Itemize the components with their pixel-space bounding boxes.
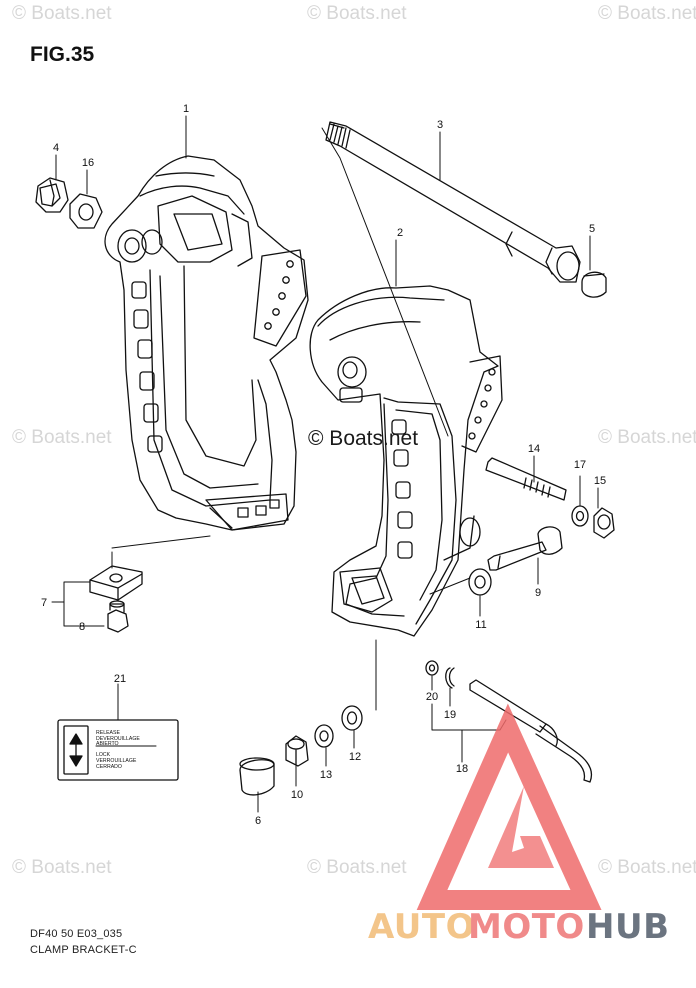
label-text-release: RELEASE: [96, 730, 120, 736]
part-number: 18: [456, 763, 468, 775]
washer-17: [571, 505, 589, 527]
nut-plate: [89, 565, 143, 601]
label-text-deverouillage: DEVEROUILLAGE: [96, 736, 140, 742]
watermark: © Boats.net: [598, 427, 696, 448]
automotohub-logo-mark: [416, 703, 602, 910]
part-number: 2: [397, 227, 403, 239]
label-text-lock: LOCK: [96, 752, 111, 758]
clip-19: [445, 667, 455, 689]
bolt-9: [487, 526, 563, 571]
nut-16: [69, 193, 103, 229]
part-number-labels: 1 2 3 4 5 6 7 8 9 10 11 12 13 14 15 16 1…: [41, 103, 606, 827]
clamp-bracket-right: [309, 285, 503, 637]
grease-cap: [581, 271, 607, 298]
washer-12: [341, 705, 363, 731]
part-number: 11: [475, 619, 486, 631]
part-number: 7: [41, 597, 47, 609]
nut-20: [425, 660, 439, 676]
part-number: 16: [82, 157, 94, 169]
center-watermark: © Boats.net: [308, 427, 419, 450]
label-text-cerrado: CERRADO: [96, 764, 122, 770]
watermark: © Boats.net: [307, 3, 407, 24]
label-plate: [57, 719, 179, 781]
part-number: 10: [291, 789, 303, 801]
part-number: 17: [574, 459, 586, 471]
watermark: © Boats.net: [12, 427, 112, 448]
part-number: 13: [320, 769, 332, 781]
watermark: © Boats.net: [598, 857, 696, 878]
tilt-lock-rod: [469, 679, 593, 783]
part-number: 3: [437, 119, 443, 131]
watermark: © Boats.net: [307, 857, 407, 878]
label-text-verrouillage: VERROUILLAGE: [96, 758, 137, 764]
part-number: 5: [589, 223, 595, 235]
part-number: 4: [53, 142, 59, 154]
part-number: 6: [255, 815, 261, 827]
washer-13: [314, 724, 334, 748]
bolt-8: [107, 600, 129, 633]
label-text-abierto: ABIERTO: [96, 741, 119, 747]
part-number: 21: [114, 673, 126, 685]
footer-code: DF40 50 E03_035: [30, 928, 123, 940]
part-number: 14: [528, 443, 540, 455]
cap-nut: [35, 177, 69, 213]
watermark: © Boats.net: [598, 3, 696, 24]
nut-15: [593, 507, 615, 539]
figure-title: FIG.35: [30, 43, 95, 66]
washer-11: [468, 568, 492, 596]
clamp-bracket-left: [104, 155, 309, 531]
part-number: 8: [79, 621, 85, 633]
watermark: © Boats.net: [12, 857, 112, 878]
part-number: 1: [183, 103, 189, 115]
nut-10: [285, 735, 309, 767]
label-plate-text: RELEASE DEVEROUILLAGE ABIERTO LOCK VERRO…: [96, 730, 140, 770]
logo-text-hub: HUB: [586, 907, 670, 947]
cap-6: [239, 757, 275, 796]
part-number: 12: [349, 751, 361, 763]
part-number: 20: [426, 691, 438, 703]
watermark: © Boats.net: [12, 3, 112, 24]
leader-lines: [51, 115, 599, 813]
through-bolt: [325, 121, 581, 283]
footer-name: CLAMP BRACKET-C: [30, 944, 137, 956]
stud-14: [485, 457, 567, 501]
part-number: 9: [535, 587, 541, 599]
logo-text-moto: MOTO: [468, 907, 585, 947]
part-number: 15: [594, 475, 606, 487]
logo-text-auto: AUTO: [368, 907, 475, 947]
part-number: 19: [444, 709, 456, 721]
